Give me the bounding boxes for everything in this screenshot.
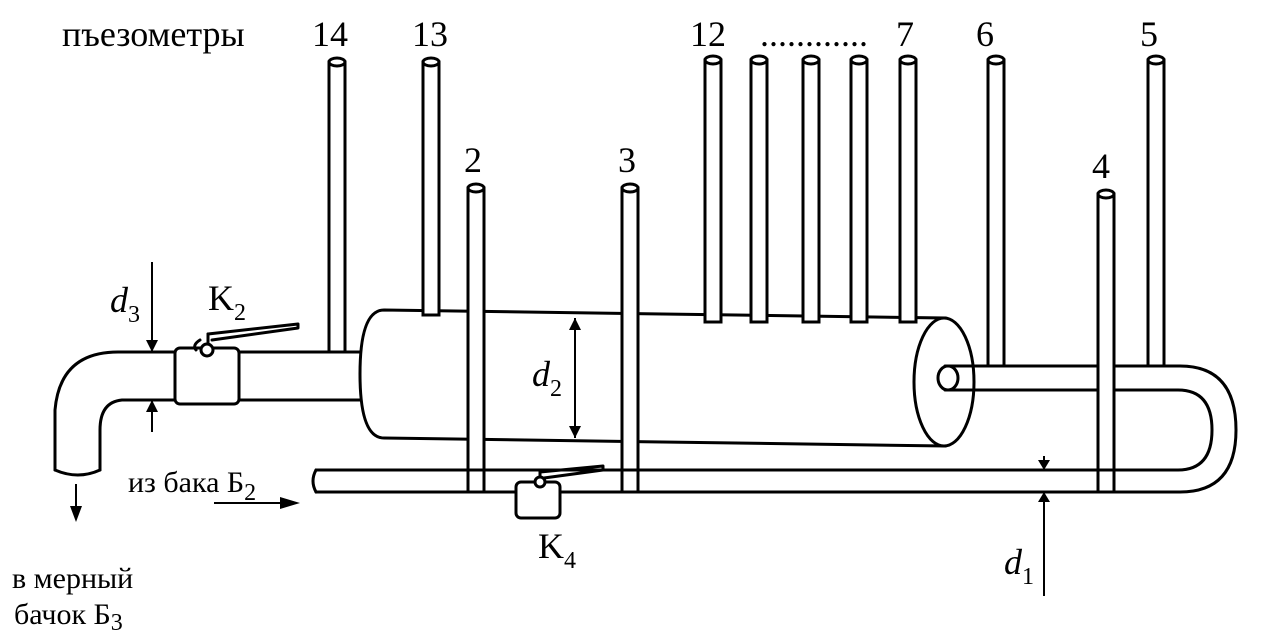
- label-k2: K2: [208, 278, 246, 326]
- label-dots: ............: [760, 14, 868, 54]
- label-to-tank-1: в мерный: [12, 562, 133, 595]
- piezometer-13: [421, 56, 441, 317]
- piezometer-9: [849, 54, 869, 324]
- dimension-d3: [140, 262, 175, 432]
- piezometer-4: [1096, 188, 1116, 494]
- label-k4: K4: [538, 526, 576, 574]
- inlet-arrow: [214, 497, 300, 509]
- piezometer-11: [749, 54, 769, 324]
- label-4: 4: [1092, 146, 1110, 186]
- label-12: 12: [690, 14, 726, 54]
- piezometer-5: [1146, 54, 1166, 368]
- narrow-pipe: [311, 364, 1238, 494]
- label-from-tank: из бака Б2: [128, 466, 256, 506]
- piezometers-title: пъезометры: [62, 14, 245, 54]
- label-3: 3: [618, 140, 636, 180]
- dimension-d1: [1038, 456, 1050, 596]
- label-2: 2: [464, 140, 482, 180]
- label-6: 6: [976, 14, 994, 54]
- valve-k4[interactable]: [514, 464, 605, 520]
- outlet-arrow: [70, 484, 82, 522]
- piezometer-2: [466, 182, 486, 494]
- large-cylinder: [358, 308, 976, 448]
- label-13: 13: [412, 14, 448, 54]
- piezometer-14: [327, 56, 347, 354]
- valve-k2[interactable]: [173, 322, 300, 406]
- piezometer-10: [801, 54, 821, 324]
- piezometer-tubes: [327, 54, 1166, 494]
- label-14: 14: [312, 14, 348, 54]
- label-d1: d1: [1004, 542, 1034, 590]
- piezometer-6: [986, 54, 1006, 368]
- label-d3: d3: [110, 280, 140, 328]
- dimension-d2: [569, 318, 581, 438]
- piezometer-3: [620, 182, 640, 494]
- label-to-tank-2: бачок Б3: [14, 598, 123, 636]
- piezometer-7: [898, 54, 918, 324]
- outlet-pipe: [53, 350, 365, 477]
- piezometer-12: [703, 54, 723, 324]
- label-d2: d2: [532, 354, 562, 402]
- label-5: 5: [1140, 14, 1158, 54]
- label-7: 7: [896, 14, 914, 54]
